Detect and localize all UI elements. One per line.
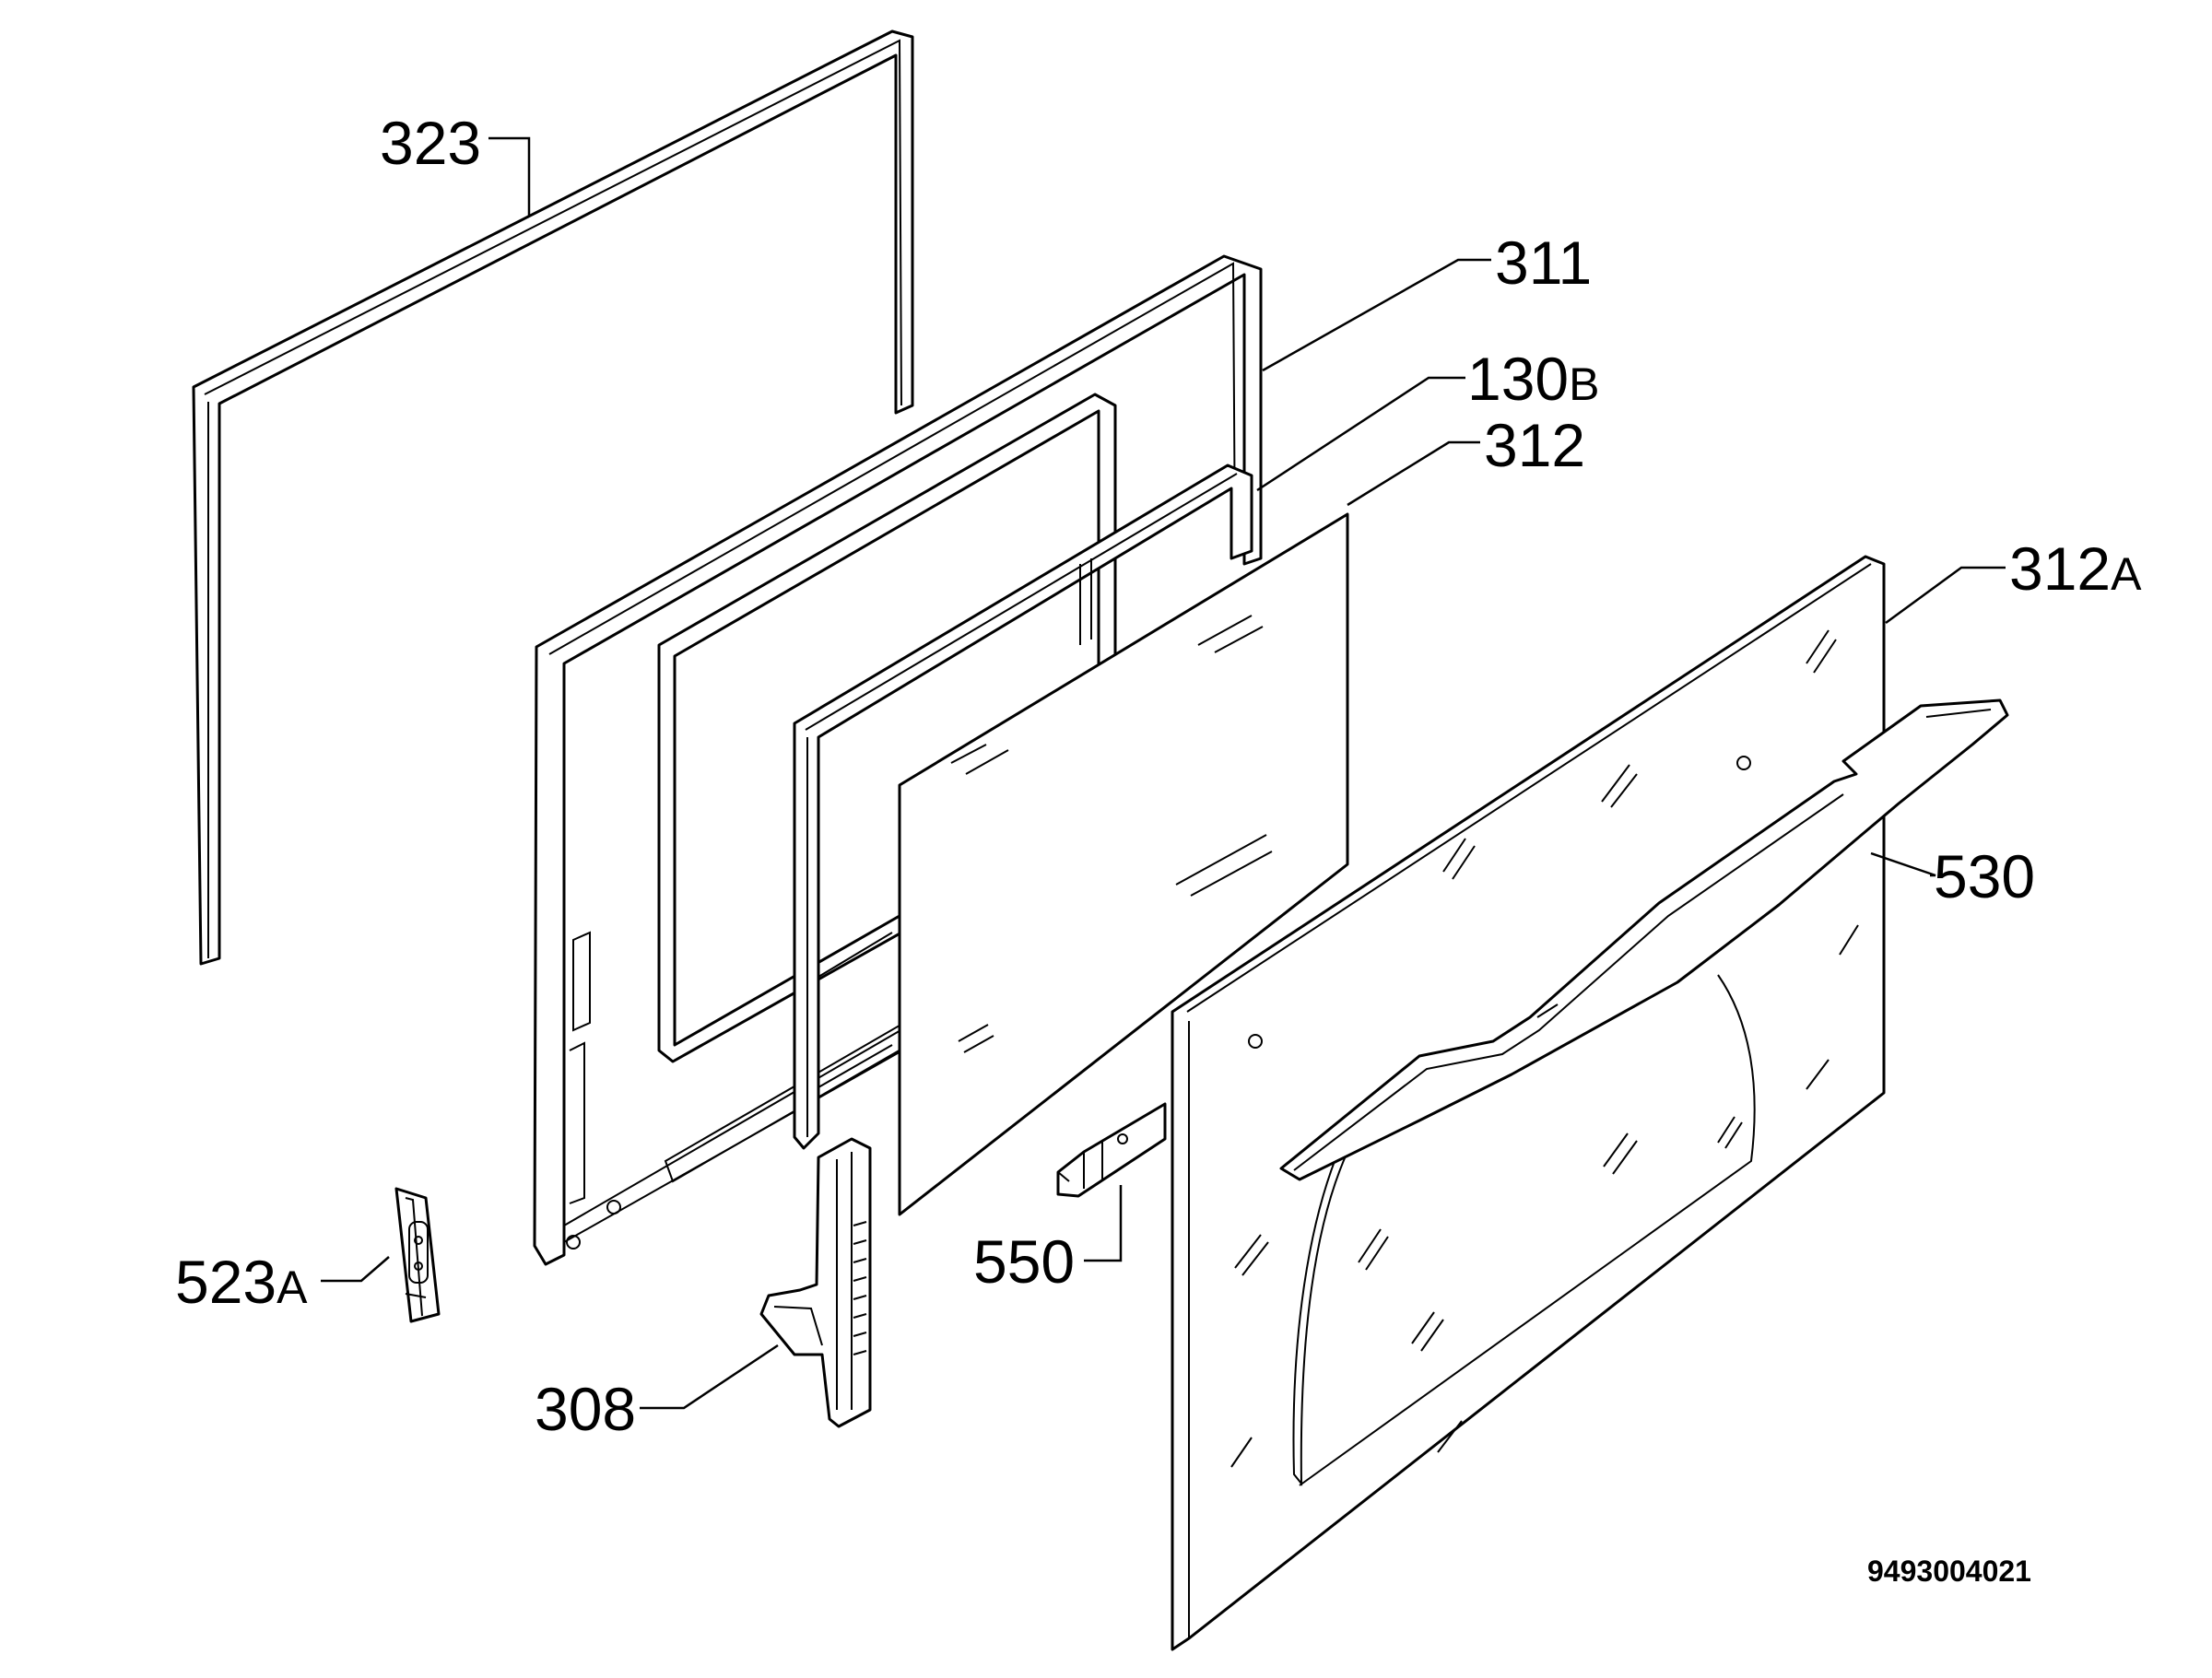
callout-308: 308 xyxy=(535,1375,636,1443)
leader-523a xyxy=(321,1256,390,1283)
part-312-middle-glass xyxy=(898,512,1349,1216)
callout-323: 323 xyxy=(380,109,481,177)
part-312a-outer-glass xyxy=(1171,555,1886,1651)
leader-550 xyxy=(1084,1185,1123,1262)
leader-130b xyxy=(1256,376,1465,492)
part-311-inner-door-frame xyxy=(533,254,1263,1266)
leader-312 xyxy=(1347,440,1480,507)
callout-523a: 523A xyxy=(175,1248,308,1316)
callout-530: 530 xyxy=(1934,842,2035,910)
part-523a-hinge-receiver xyxy=(394,1187,441,1323)
part-130b-glass-seal xyxy=(793,464,1253,1150)
leader-530 xyxy=(1870,851,1936,877)
callout-130b: 130B xyxy=(1467,345,1599,413)
leader-lines xyxy=(321,136,2006,1410)
callout-312a: 312A xyxy=(2009,534,2142,603)
leader-312a xyxy=(1885,566,2006,625)
part-530-door-handle xyxy=(1279,698,2009,1181)
part-550-bracket xyxy=(1056,1102,1167,1198)
callout-311: 311 xyxy=(1495,229,1592,297)
callout-550: 550 xyxy=(973,1227,1075,1296)
leader-323 xyxy=(488,136,531,216)
document-number: 9493004021 xyxy=(1867,1555,2031,1588)
leader-308 xyxy=(640,1344,779,1410)
leader-311 xyxy=(1262,258,1491,372)
callout-312: 312 xyxy=(1484,411,1585,479)
part-323-door-seal xyxy=(192,29,914,966)
part-308-hinge xyxy=(759,1137,872,1428)
